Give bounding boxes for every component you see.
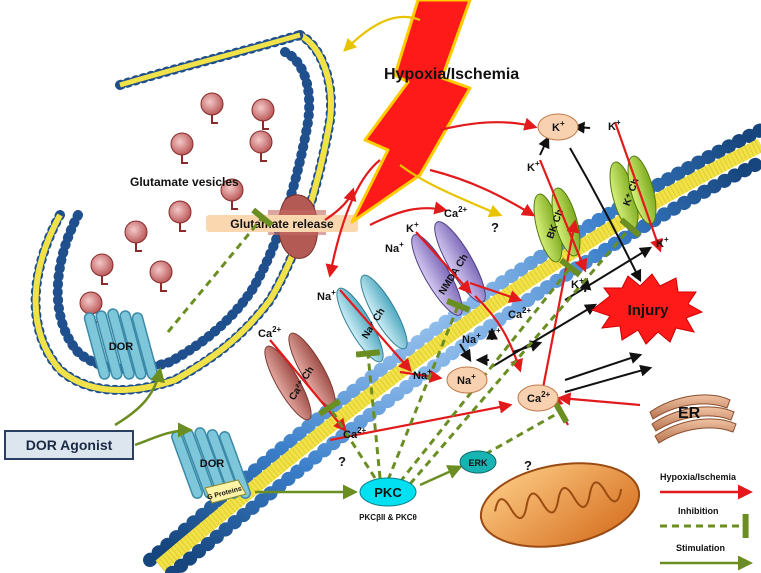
svg-text:K+: K+ — [488, 326, 501, 341]
presynaptic-terminal — [30, 30, 336, 395]
svg-text:Na+: Na+ — [385, 240, 404, 255]
svg-text:Na+: Na+ — [317, 288, 336, 303]
ion-labels: Na+ Na+ Ca2+ Ca2+ Ca2+ K+ Na+ Ca2+ K+ Na… — [258, 118, 669, 441]
vesicle — [249, 130, 273, 162]
dor-pre-label: DOR — [109, 341, 134, 353]
vesicle — [124, 220, 148, 252]
injury-burst: Injury — [590, 273, 704, 345]
svg-text:K+: K+ — [406, 220, 419, 235]
presynaptic-membrane-inner — [52, 47, 315, 375]
svg-text:K+: K+ — [552, 119, 565, 134]
na-ion-bubble: Na+ — [446, 366, 488, 394]
vesicle — [200, 92, 224, 124]
svg-text:K+: K+ — [571, 276, 584, 291]
glutamate-release-label: Glutamate release — [230, 217, 334, 231]
vesicle — [251, 98, 275, 130]
pkc-node — [359, 477, 417, 507]
dor-post-label: DOR — [200, 458, 225, 470]
k-ion-bubble: K+ — [537, 113, 579, 141]
erk-label: ERK — [468, 458, 488, 468]
dor-agonist-box: DOR Agonist — [4, 430, 134, 460]
glutamate-vesicles — [79, 92, 275, 323]
pkc-isoforms-label: PKCβII & PKCθ — [359, 513, 417, 522]
membrane-tails — [155, 138, 761, 572]
glutamate-vesicles-label: Glutamate vesicles — [130, 175, 239, 189]
svg-text:Ca2+: Ca2+ — [527, 390, 551, 405]
mitochondrion — [479, 462, 641, 548]
ca-ion-bubble: Ca2+ — [517, 384, 559, 412]
er-organelle: ER — [649, 394, 737, 444]
svg-text:Ca2+: Ca2+ — [508, 306, 532, 321]
erk-node — [459, 450, 497, 474]
pkc-label: PKC — [374, 485, 402, 500]
vesicle — [149, 260, 173, 292]
legend-hypoxia-label: Hypoxia/Ischemia — [660, 472, 737, 482]
vesicle — [170, 132, 194, 164]
legend-stimulation-label: Stimulation — [676, 543, 725, 553]
er-label: ER — [678, 405, 701, 422]
svg-text:Na+: Na+ — [457, 372, 476, 387]
presynaptic-top-arm-core — [119, 32, 301, 88]
svg-text:K+: K+ — [656, 235, 669, 250]
vesicle — [220, 178, 244, 210]
svg-text:Ca2+: Ca2+ — [258, 325, 282, 340]
unknown-mark: ? — [338, 454, 346, 469]
legend-inhibition-label: Inhibition — [678, 506, 719, 516]
lightning-bolt-icon — [350, 0, 472, 224]
nmda-channel: NMDA Ch — [411, 221, 486, 316]
vesicle — [90, 253, 114, 285]
hypoxia-title: Hypoxia/Ischemia — [384, 66, 519, 83]
membrane-tail-lines — [155, 138, 761, 572]
glutamate-release-box — [206, 215, 358, 232]
svg-text:Na+: Na+ — [413, 367, 432, 382]
unknown-mark: ? — [524, 458, 532, 473]
presynaptic-membrane-core — [32, 32, 334, 393]
svg-text:Na+: Na+ — [462, 331, 481, 346]
injury-label: Injury — [628, 302, 669, 319]
dor-receptor-postsynaptic: DOR G Proteins — [170, 427, 252, 504]
unknown-mark: ? — [491, 220, 499, 235]
legend: Hypoxia/Ischemia Inhibition Stimulation — [660, 472, 753, 571]
svg-text:K+: K+ — [608, 118, 621, 133]
vesicle — [168, 200, 192, 232]
svg-text:K+: K+ — [527, 159, 540, 174]
ion-flow-arrows — [459, 121, 653, 393]
svg-text:Ca2+: Ca2+ — [444, 205, 468, 220]
svg-text:Ca2+: Ca2+ — [343, 426, 367, 441]
stimulation-arrows — [114, 367, 463, 500]
dor-receptor-presynaptic: DOR — [83, 308, 159, 380]
